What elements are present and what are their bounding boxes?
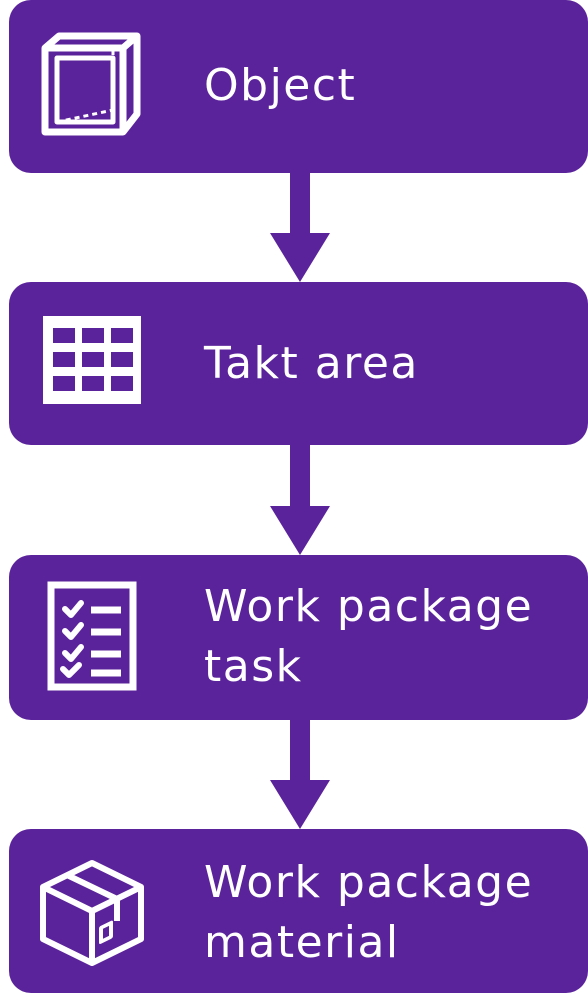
step-label-work-package-task: Work package task: [204, 581, 534, 692]
arrow-down-3: [270, 720, 330, 829]
package-box-icon: [37, 857, 147, 967]
flow-step-work-package-task: Work package task: [9, 555, 588, 720]
checklist-icon: [37, 581, 147, 691]
flow-step-object: Object: [9, 0, 588, 173]
arrow-down-1: [270, 173, 330, 282]
step-label-object: Object: [204, 60, 357, 111]
flow-step-takt-area: Takt area: [9, 282, 588, 445]
flow-step-work-package-material: Work package material: [9, 829, 588, 993]
grid-icon: [37, 306, 147, 416]
step-label-takt-area: Takt area: [204, 338, 419, 389]
cube-icon: [37, 30, 147, 140]
step-label-work-package-material: Work package material: [204, 857, 534, 968]
arrow-down-2: [270, 445, 330, 555]
